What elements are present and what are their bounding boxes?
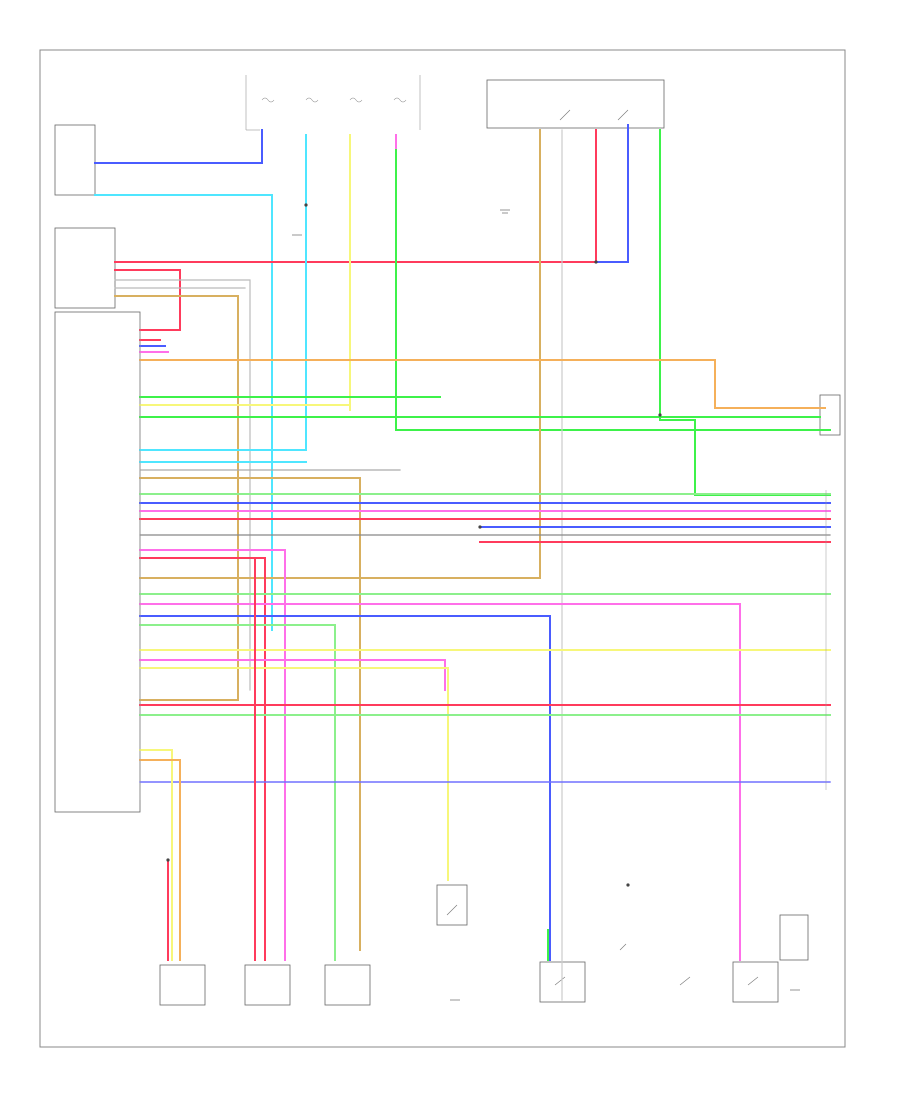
wire-lightblue-2	[139, 134, 307, 451]
wire-orange-2	[139, 759, 181, 961]
wire-red-6	[139, 557, 266, 961]
wire-yellow-5	[139, 749, 173, 961]
wire-red-2	[114, 269, 181, 331]
component-box-6	[732, 961, 779, 1003]
wire-pink-6	[139, 659, 446, 691]
wire-blue-5	[139, 615, 551, 961]
module-box-left-1	[54, 124, 96, 196]
wires	[94, 124, 831, 1001]
wire-pink-5	[139, 603, 741, 961]
switch-icon	[559, 109, 629, 121]
wire-yellow-4	[139, 667, 449, 881]
splice-icon	[166, 203, 662, 887]
component-box-1	[159, 964, 206, 1006]
wire-tan-3	[139, 477, 361, 951]
connector-box-right	[819, 394, 841, 436]
wire-tan-1	[114, 295, 239, 701]
wire-tan-2	[139, 129, 541, 579]
wire-lightgreen-3	[139, 624, 336, 961]
component-box-4	[436, 884, 468, 926]
fuse-block	[245, 75, 421, 131]
control-unit-box	[54, 311, 141, 813]
component-box-7	[779, 914, 809, 961]
wire-green-1	[395, 149, 831, 431]
fuse-icon	[261, 97, 407, 103]
wire-blue-top-right	[595, 124, 629, 263]
wire-pink-4	[139, 549, 286, 961]
module-box-left-2	[54, 227, 116, 309]
wire-lightblue-1	[94, 194, 273, 631]
wire-blue-top	[94, 129, 263, 164]
diagram-frame	[39, 49, 846, 1048]
wire-gray-1	[114, 279, 251, 691]
wire-orange-1	[139, 359, 826, 409]
bottom-components	[159, 209, 809, 1006]
component-box-2	[244, 964, 291, 1006]
relay-box	[486, 79, 665, 129]
switch-icon	[446, 904, 759, 986]
wire-green-3	[659, 419, 831, 496]
connector-icon	[139, 320, 827, 800]
component-box-3	[324, 964, 371, 1006]
ground-icon	[292, 209, 800, 1001]
